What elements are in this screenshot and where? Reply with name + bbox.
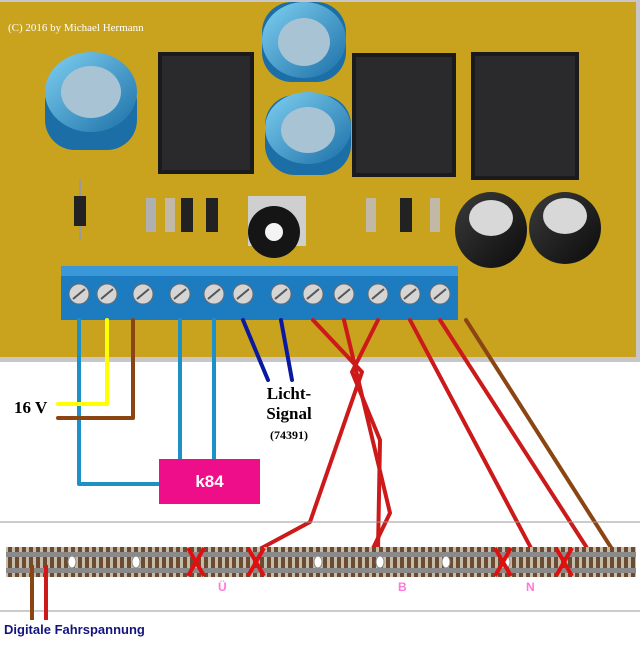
- track-gap-icon: [186, 547, 206, 577]
- wire-red-5: [438, 318, 600, 567]
- wire-red-1: [228, 318, 364, 567]
- screw-terminal-icon: [132, 283, 154, 305]
- copyright-text: (C) 2016 by Michael Hermann: [8, 22, 144, 34]
- potentiometer-icon: [248, 196, 306, 258]
- wire-dark-blue-2: [279, 318, 294, 382]
- rail-joiner-icon: [441, 555, 451, 569]
- relay-icon: [158, 52, 254, 174]
- decoder-label: k84: [195, 471, 224, 491]
- wire-brown: [56, 318, 135, 420]
- screw-terminal-icon: [203, 283, 225, 305]
- relay-icon: [352, 53, 456, 177]
- capacitor-icon: [45, 52, 137, 150]
- wire-yellow: [56, 318, 109, 406]
- capacitor-icon: [265, 92, 351, 175]
- light-signal-label: Licht- Signal (74391): [246, 384, 332, 443]
- screw-terminal-icon: [96, 283, 118, 305]
- screw-terminals: [68, 283, 451, 305]
- screw-terminal-icon: [302, 283, 324, 305]
- rail-joiner-icon: [375, 555, 385, 569]
- screw-terminal-icon: [232, 283, 254, 305]
- signal-label-model: (74391): [270, 428, 308, 442]
- diode-icon: [74, 180, 86, 240]
- digital-voltage-caption: Digitale Fahrspannung: [4, 622, 145, 637]
- track: [0, 521, 640, 612]
- wire-red-4: [408, 318, 542, 567]
- rail-joiner-icon: [313, 555, 323, 569]
- section-label-b: B: [398, 580, 407, 594]
- rail-joiner-icon: [67, 555, 77, 569]
- screw-terminal-icon: [270, 283, 292, 305]
- track-gap-icon: [246, 547, 266, 577]
- section-label-u: Ü: [218, 580, 227, 594]
- screw-terminal-icon: [399, 283, 421, 305]
- rail-joiner-icon: [131, 555, 141, 569]
- wire-dark-blue-1: [241, 318, 270, 382]
- track-gap-icon: [493, 547, 513, 577]
- screw-terminal-icon: [333, 283, 355, 305]
- track-gap-icon: [554, 547, 574, 577]
- capacitor-icon: [455, 192, 527, 268]
- wire-light-blue-1: [77, 318, 162, 486]
- signal-label-line2: Signal: [266, 404, 312, 423]
- terminal-block: [61, 266, 458, 320]
- capacitor-icon: [529, 192, 601, 264]
- screw-terminal-icon: [68, 283, 90, 305]
- screw-terminal-icon: [169, 283, 191, 305]
- resistor-row: [146, 198, 440, 232]
- signal-label-line1: Licht-: [266, 384, 312, 403]
- relay-icon: [471, 52, 579, 180]
- screw-terminal-icon: [367, 283, 389, 305]
- power-label: 16 V: [14, 398, 48, 417]
- track-joints: [67, 555, 511, 569]
- capacitor-icon: [262, 2, 346, 82]
- section-label-n: N: [526, 580, 535, 594]
- wire-brown-2: [464, 318, 621, 562]
- screw-terminal-icon: [429, 283, 451, 305]
- track-gaps: [186, 547, 574, 577]
- decoder-box: k84: [159, 459, 260, 504]
